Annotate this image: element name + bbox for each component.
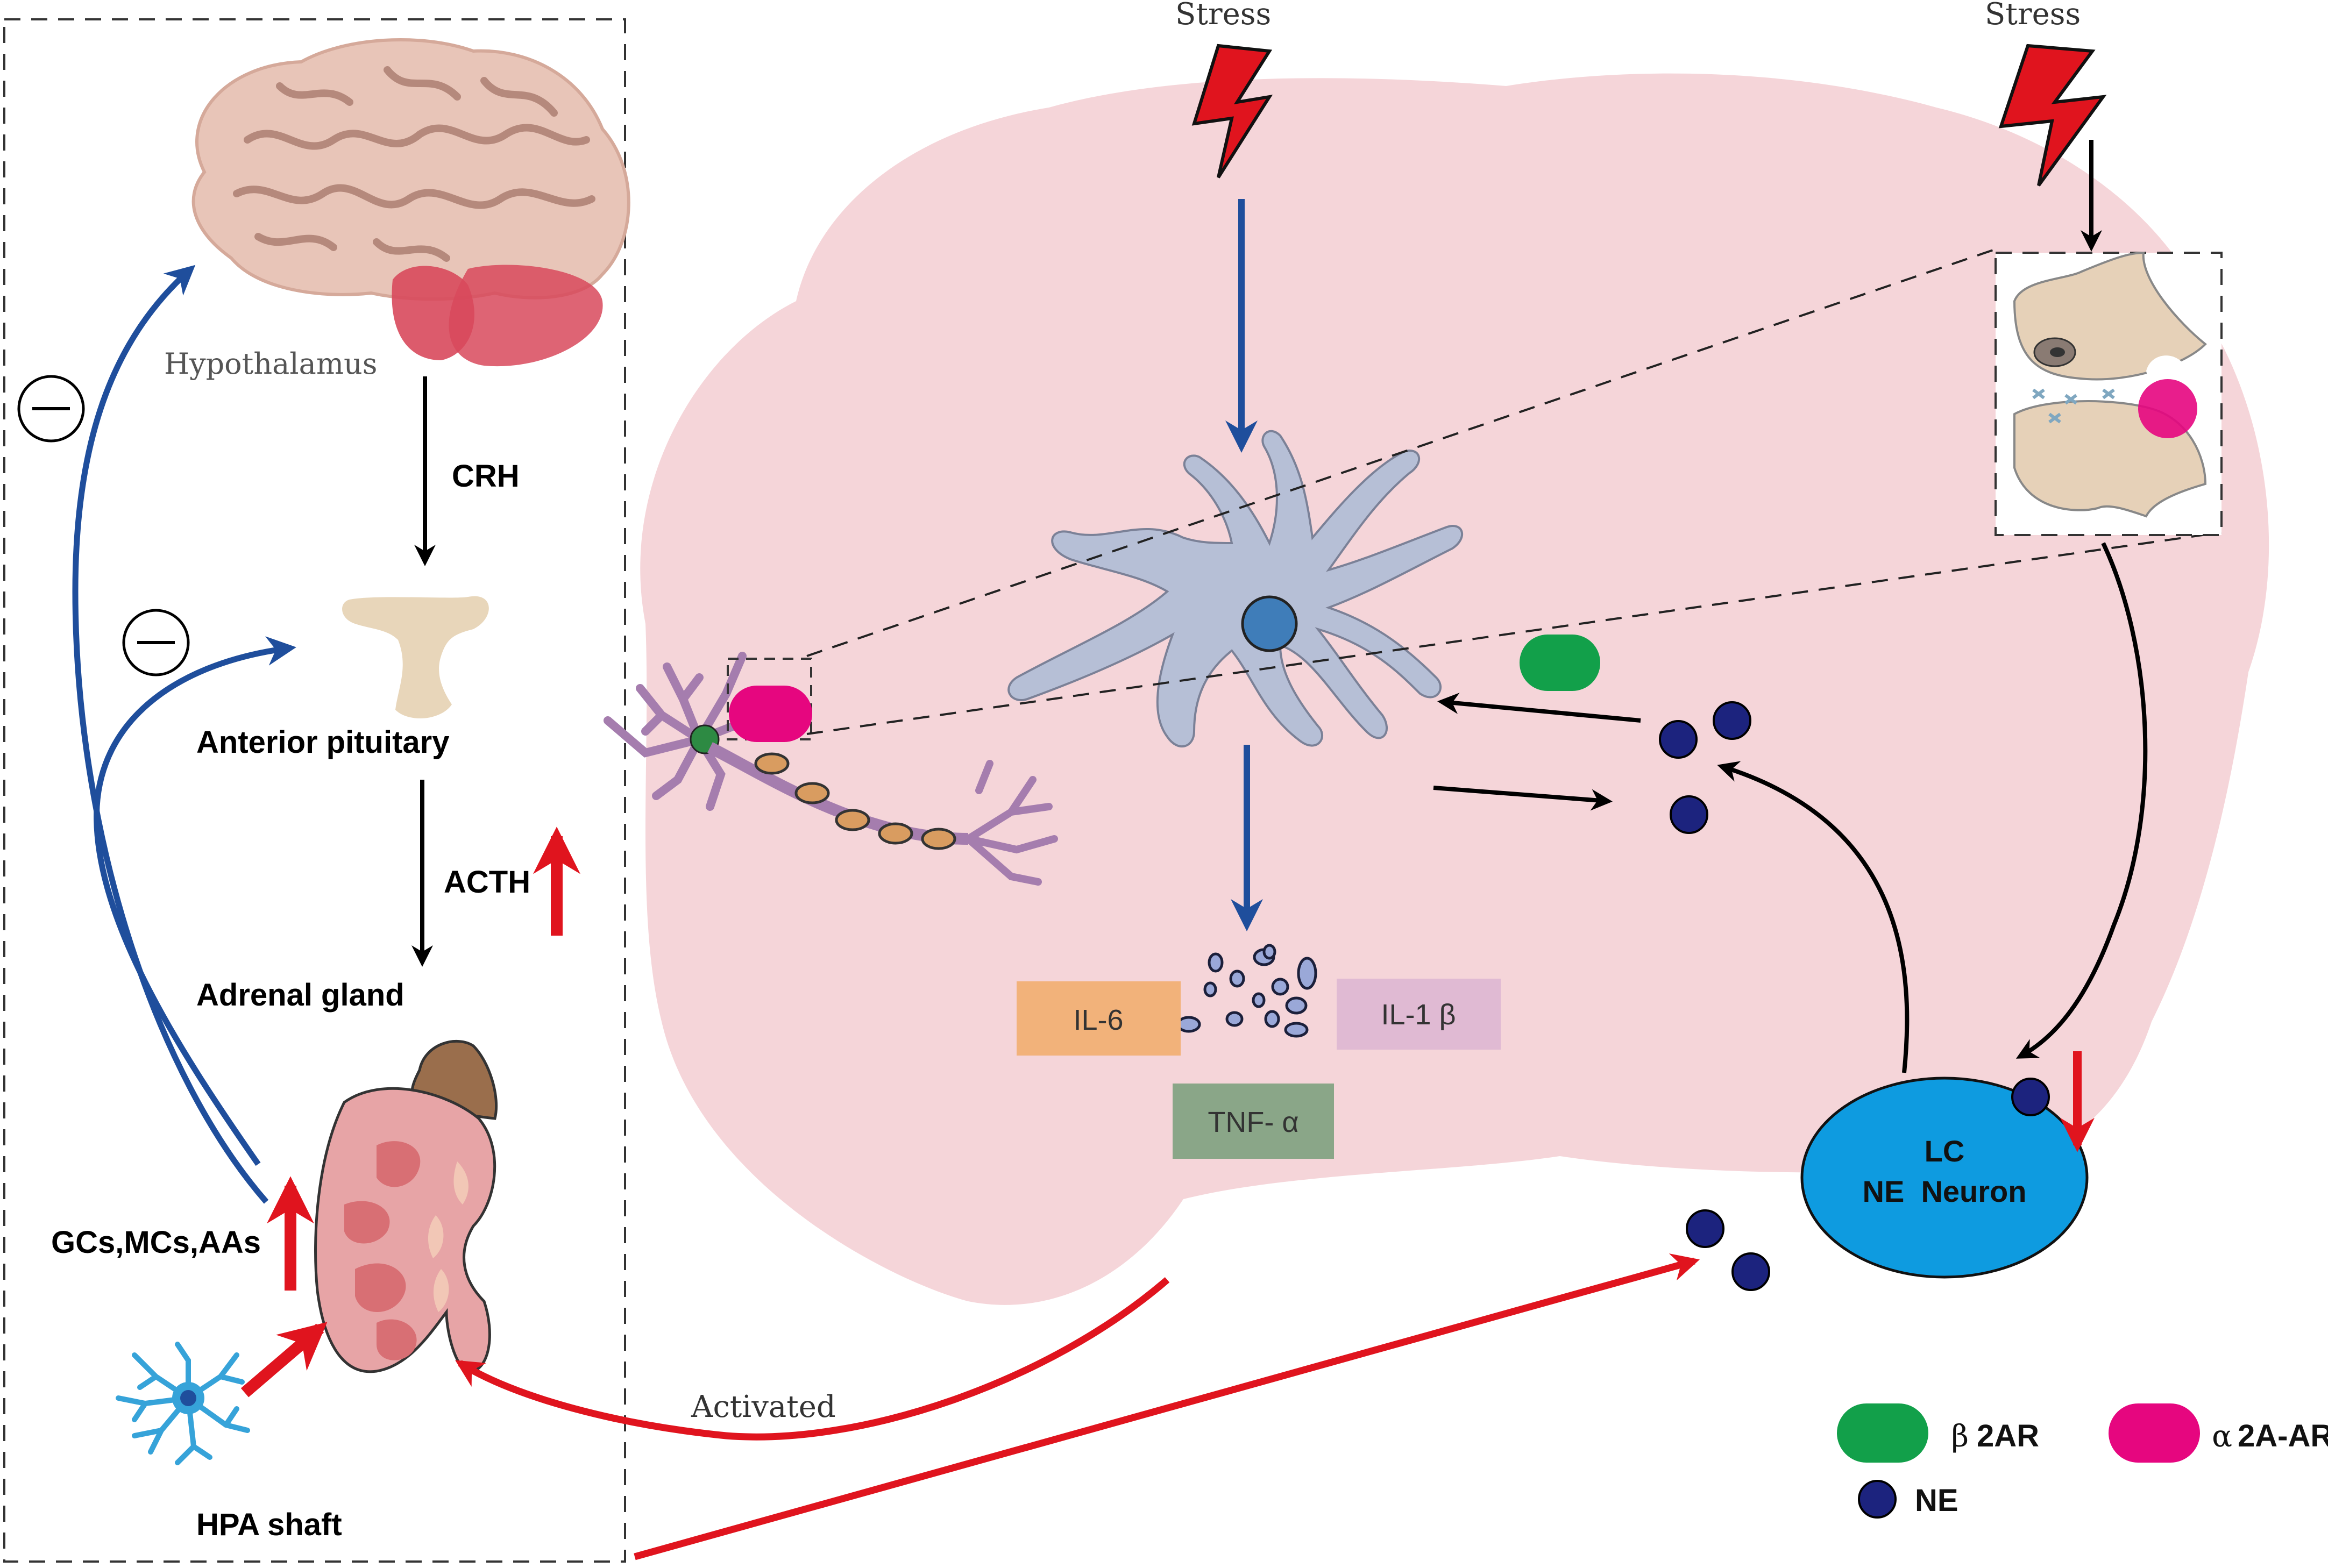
hpa-to-ne-arrow — [634, 1253, 1700, 1560]
hormones-label: GCs,MCs,AAs — [51, 1225, 261, 1260]
ne-molecule — [1713, 701, 1751, 740]
legend-alpha2aar-swatch — [2109, 1403, 2200, 1463]
lightning-icon-center — [1191, 44, 1273, 179]
lc-to-ne-arrow — [1717, 761, 1910, 1073]
legend-beta2ar-swatch — [1837, 1403, 1928, 1463]
ne-molecule — [2011, 1078, 2050, 1116]
pituitary-illustration — [342, 596, 489, 719]
ne-molecule — [1670, 795, 1708, 834]
zoom-line-top — [806, 246, 2001, 657]
il1b-box — [1337, 979, 1501, 1050]
microglia-illustration — [1007, 430, 1464, 748]
microglia-to-adrenal-arrow — [240, 1322, 328, 1398]
feedback-to-pituitary-arrow — [94, 636, 296, 1166]
acth-label: ACTH — [444, 865, 530, 900]
legend-ne-label: NE — [1915, 1483, 1958, 1518]
legend: β 2AR α 2A-AR NE — [1837, 1403, 2328, 1519]
il6-box — [1017, 981, 1181, 1056]
ne-molecule — [1659, 720, 1698, 759]
small-microglia-illustration — [116, 1342, 250, 1465]
legend-ne-swatch — [1858, 1480, 1897, 1519]
activated-label: Activated — [691, 1389, 836, 1424]
adrenal-gland-label: Adrenal gland — [196, 978, 404, 1013]
beta2ar-receptor — [1520, 635, 1600, 691]
tnfa-label: TNF- α — [1208, 1106, 1298, 1138]
tnfa-box — [1173, 1084, 1334, 1159]
stress-label-center: Stress — [1175, 0, 1271, 32]
hypothalamus-label: Hypothalamus — [164, 347, 378, 381]
anterior-pituitary-label: Anterior pituitary — [196, 725, 450, 760]
hpa-axis-panel — [3, 18, 626, 1563]
feedback-to-hypothalamus-arrow — [72, 265, 269, 1204]
crh-label: CRH — [452, 459, 520, 494]
cytokine-particles — [1176, 944, 1317, 1038]
inhibition-symbol-pituitary — [122, 609, 190, 676]
activated-to-adrenal-arrow — [455, 1277, 1170, 1441]
legend-alpha2aar-label: 2A-AR — [2238, 1419, 2328, 1453]
stress-label-right: Stress — [1985, 0, 2081, 32]
microglia-to-ne-arrow — [1433, 786, 1613, 811]
synapse-to-lc-arrow — [2015, 542, 2148, 1059]
il6-label: IL-6 — [1073, 1004, 1123, 1036]
adrenal-kidney-illustration — [314, 1039, 498, 1373]
zoom-line-bottom — [806, 531, 2222, 735]
neuron-illustration — [604, 652, 1058, 886]
legend-beta-prefix: β — [1951, 1419, 1969, 1454]
ne-neuron-label: NE Neuron — [1863, 1174, 2027, 1208]
legend-alpha-prefix: α — [2212, 1419, 2232, 1454]
lc-ne-neuron — [1800, 1077, 2089, 1279]
ne-molecule — [1731, 1252, 1770, 1291]
lc-label: LC — [1925, 1134, 1965, 1168]
brain-illustration — [191, 38, 630, 367]
ne-to-microglia-arrow — [1437, 693, 1641, 723]
lightning-icon-right — [1998, 44, 2107, 187]
il1b-label: IL-1 β — [1381, 999, 1456, 1031]
synapse-inset — [1995, 251, 2223, 536]
ne-molecule — [1686, 1209, 1724, 1248]
legend-beta2ar-label: 2AR — [1977, 1419, 2039, 1453]
hpa-shaft-label: HPA shaft — [196, 1507, 342, 1542]
inhibition-symbol-hypothalamus — [17, 375, 85, 443]
